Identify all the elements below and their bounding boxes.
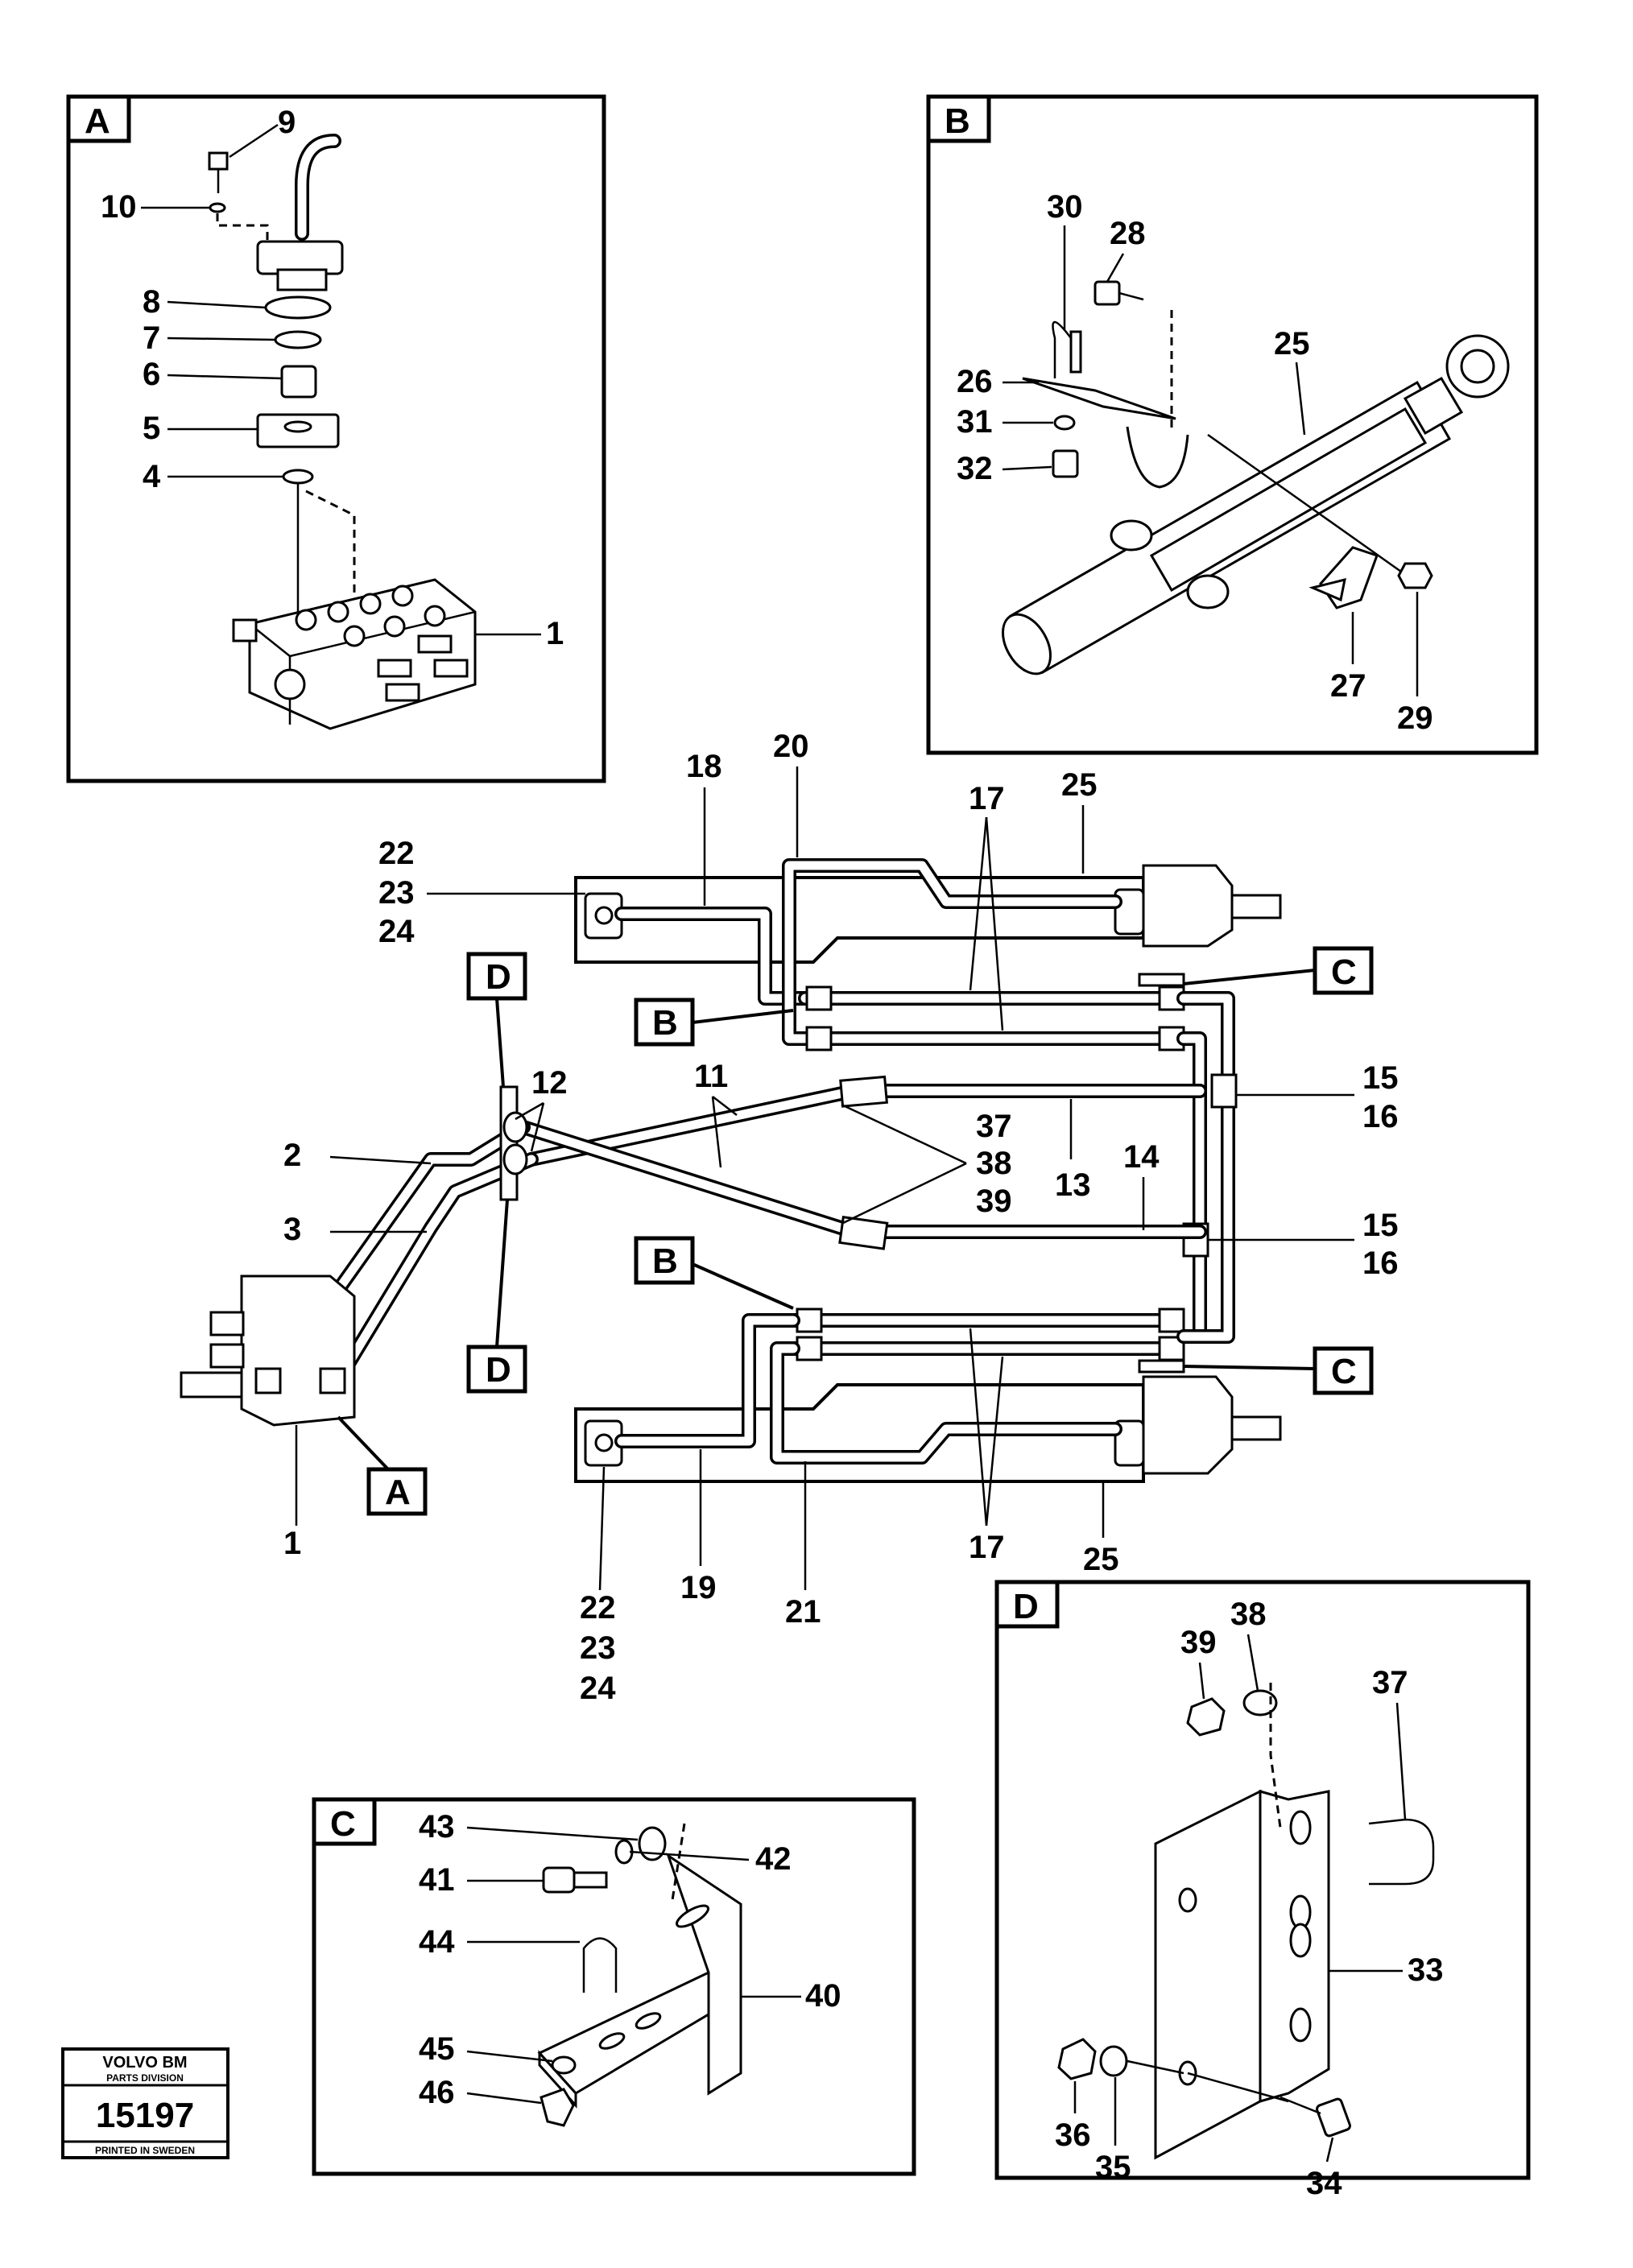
label-37-panel-d: 37 — [1372, 1665, 1408, 1700]
label-32: 32 — [957, 451, 993, 486]
label-21: 21 — [785, 1594, 821, 1630]
label-24-top: 24 — [378, 914, 415, 949]
tag-d-bottom: D — [486, 1350, 511, 1390]
label-23-bottom: 23 — [580, 1630, 616, 1666]
label-26: 26 — [957, 364, 993, 399]
panel-b: B 30 28 25 — [926, 94, 1539, 755]
label-29: 29 — [1397, 700, 1433, 736]
label-24-bottom: 24 — [580, 1671, 616, 1706]
label-40: 40 — [805, 1978, 841, 2014]
panel-a: A — [66, 94, 606, 783]
label-28: 28 — [1110, 216, 1146, 251]
tag-b-bottom: B — [652, 1241, 678, 1281]
panel-d-tag: D — [1013, 1587, 1039, 1626]
label-15-b: 15 — [1362, 1208, 1399, 1243]
label-17-top: 17 — [969, 781, 1005, 816]
label-18: 18 — [686, 749, 722, 784]
label-42: 42 — [755, 1841, 792, 1877]
panel-d: D 38 39 37 33 36 35 34 — [994, 1580, 1531, 2201]
label-13: 13 — [1055, 1167, 1091, 1203]
label-14: 14 — [1123, 1139, 1160, 1175]
label-1-main: 1 — [283, 1526, 301, 1561]
panel-c-tag: C — [330, 1804, 356, 1844]
label-22-top: 22 — [378, 836, 415, 871]
label-33: 33 — [1408, 1952, 1444, 1988]
label-1-panel-a: 1 — [546, 616, 564, 651]
label-46: 46 — [419, 2075, 455, 2110]
tag-c-bottom: C — [1331, 1352, 1357, 1391]
label-8: 8 — [143, 284, 160, 320]
label-38-panel-d: 38 — [1230, 1597, 1267, 1632]
label-25-bottom: 25 — [1083, 1542, 1119, 1577]
label-7: 7 — [143, 320, 160, 356]
tag-c-top: C — [1331, 952, 1357, 992]
logo-brand: VOLVO BM — [102, 2054, 187, 2072]
label-25-top: 25 — [1061, 767, 1098, 803]
panel-c: C 43 42 41 44 40 45 46 — [312, 1797, 916, 2176]
label-31: 31 — [957, 404, 993, 440]
tag-a-main: A — [385, 1473, 411, 1512]
label-35: 35 — [1095, 2150, 1131, 2185]
label-9: 9 — [278, 105, 296, 140]
label-6: 6 — [143, 357, 160, 392]
label-23-top: 23 — [378, 875, 415, 911]
label-37: 37 — [976, 1109, 1012, 1144]
volvo-bm-logo: VOLVO BM PARTS DIVISION 15197 PRINTED IN… — [61, 2047, 229, 2159]
label-12: 12 — [531, 1065, 568, 1101]
label-16-b: 16 — [1362, 1246, 1399, 1281]
label-25-panel-b: 25 — [1274, 326, 1310, 361]
control-valve-block — [232, 578, 477, 730]
logo-printed: PRINTED IN SWEDEN — [95, 2145, 195, 2156]
label-2: 2 — [283, 1138, 301, 1173]
label-43: 43 — [419, 1809, 455, 1845]
label-5: 5 — [143, 411, 160, 446]
label-17-bottom: 17 — [969, 1530, 1005, 1565]
label-22-bottom: 22 — [580, 1590, 616, 1626]
label-39-panel-d: 39 — [1180, 1625, 1217, 1660]
label-4: 4 — [143, 459, 161, 494]
main-control-valve — [180, 1274, 356, 1427]
label-30: 30 — [1047, 189, 1083, 225]
label-3: 3 — [283, 1212, 301, 1247]
label-45: 45 — [419, 2031, 455, 2067]
logo-division: PARTS DIVISION — [106, 2072, 184, 2084]
tag-b-top: B — [652, 1003, 678, 1043]
label-44: 44 — [419, 1924, 455, 1960]
label-16-a: 16 — [1362, 1099, 1399, 1134]
panel-b-tag: B — [945, 101, 970, 141]
label-41: 41 — [419, 1862, 455, 1898]
logo-code: 15197 — [96, 2096, 194, 2135]
label-27: 27 — [1330, 668, 1366, 704]
label-19: 19 — [680, 1570, 717, 1605]
label-10: 10 — [101, 189, 137, 225]
panel-a-tag: A — [85, 101, 110, 141]
tag-d-top: D — [486, 957, 511, 997]
label-34: 34 — [1306, 2166, 1342, 2201]
label-39: 39 — [976, 1184, 1012, 1219]
label-36: 36 — [1055, 2117, 1091, 2153]
label-15-a: 15 — [1362, 1060, 1399, 1096]
main-assembly: D D C C B B A 18 20 17 25 22 23 24 12 — [180, 729, 1399, 1706]
label-20: 20 — [773, 729, 809, 764]
label-11: 11 — [694, 1059, 728, 1094]
label-38: 38 — [976, 1146, 1012, 1181]
hydraulic-cylinder — [1002, 334, 1510, 675]
